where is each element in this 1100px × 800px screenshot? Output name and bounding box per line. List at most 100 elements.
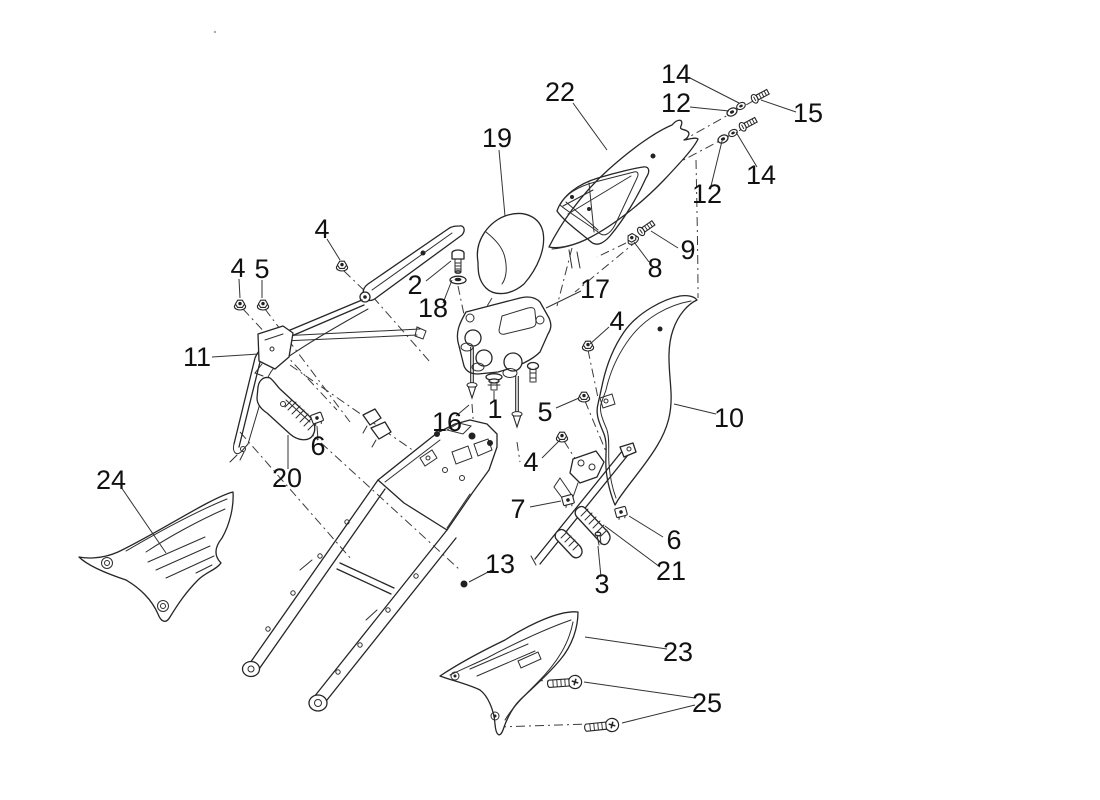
leader-4c [589,326,610,345]
panel-lower-tabs [362,408,392,448]
part-22-tail-cowl [548,119,699,269]
part-24-left-lower-panel [78,491,234,622]
callout-20: 20 [272,463,302,493]
nut-4b [233,299,247,311]
part-21-ribbed-pad [554,505,611,559]
clip-nut-6b [613,505,629,521]
washer-18 [449,275,467,285]
callout-18: 18 [418,293,448,323]
leader-21 [604,525,661,568]
leader-3 [597,545,602,578]
bracket-screw [526,361,540,383]
callout-16: 16 [432,407,462,437]
callout-21: 21 [656,556,686,586]
paper-speck [213,30,217,34]
screw-25a [546,674,583,692]
callout-17: 17 [580,274,610,304]
leader-24 [120,486,167,554]
callout-22: 22 [545,77,575,107]
leader-14b [735,131,758,168]
nut-13 [460,580,468,588]
screw-9 [635,218,657,238]
callout-24: 24 [96,465,126,495]
callout-5-a: 5 [254,254,269,284]
callout-4-d: 4 [523,447,538,477]
callout-5-b: 5 [537,397,552,427]
callouts: 22 19 14 12 15 14 12 9 8 2 18 17 4 4 5 1… [96,59,823,724]
leader-2 [425,260,452,282]
leader-16 [455,404,470,417]
clip-nut-7 [560,493,576,509]
part-17-bracket [456,296,552,428]
screw-15b [737,115,759,133]
frame-mount-nut [468,432,476,440]
part-11-left-panel [229,225,465,463]
callout-9: 9 [680,235,695,265]
screw-3 [594,531,602,546]
fasteners [233,87,771,588]
subframe-crossbar [336,562,395,595]
leader-8 [633,241,650,263]
callout-6-a: 6 [310,431,325,461]
taillight-unit [559,171,639,236]
part-16-subframe [241,419,498,712]
screw-25b [583,716,621,736]
callout-4-c: 4 [609,306,624,336]
rail-bracket [553,450,605,504]
callout-14-a: 14 [661,59,691,89]
callout-23: 23 [663,637,693,667]
callout-12-a: 12 [661,88,691,118]
leader-7 [529,500,562,508]
callout-15: 15 [793,98,823,128]
leader-10 [673,403,717,415]
leader-14a [689,77,740,104]
callout-8: 8 [647,253,662,283]
leader-4d [541,439,561,459]
subframe-rail-left [249,479,386,673]
leader-22 [572,102,608,151]
callout-3: 3 [594,569,609,599]
nut-4a [335,260,349,272]
nut-4d [555,431,569,443]
part-20-vent-cover [256,376,316,441]
leader-11 [211,353,259,358]
leader-12a [689,106,730,112]
taillight-opening [556,166,650,245]
leader-6b [628,515,664,538]
callout-12-b: 12 [692,179,722,209]
panel-latch-bracket [254,325,294,377]
callout-13: 13 [485,549,515,579]
callout-14-b: 14 [746,160,776,190]
callout-11: 11 [183,342,211,372]
callout-4-b: 4 [230,253,245,283]
part-19-seat-pad [476,212,545,295]
subframe-rail-right [313,529,457,706]
nut-5a [256,299,270,311]
bolt-2 [451,249,465,274]
callout-19: 19 [482,123,512,153]
leader-17 [545,290,582,309]
callout-4-a: 4 [314,214,329,244]
leader-15 [760,99,797,113]
leader-6a [316,425,319,441]
leader-4a [326,238,341,261]
nut-8 [624,231,641,247]
cowl-fastener-hole [650,153,656,159]
leader-25a [583,681,696,699]
callout-7: 7 [510,494,525,524]
leader-4b [238,278,241,299]
spike-pin-right [511,375,523,428]
leader-12b [710,140,723,187]
callout-6-b: 6 [666,525,681,555]
callout-10: 10 [714,403,744,433]
part-23-right-lower-panel [439,611,579,736]
callout-25: 25 [692,688,722,718]
leader-25b [621,704,696,724]
part-1-push-rivet [485,373,503,391]
leader-13 [468,569,493,583]
part-3-rail-assembly [530,442,637,566]
nut-5b [577,391,591,403]
callout-2: 2 [407,270,422,300]
